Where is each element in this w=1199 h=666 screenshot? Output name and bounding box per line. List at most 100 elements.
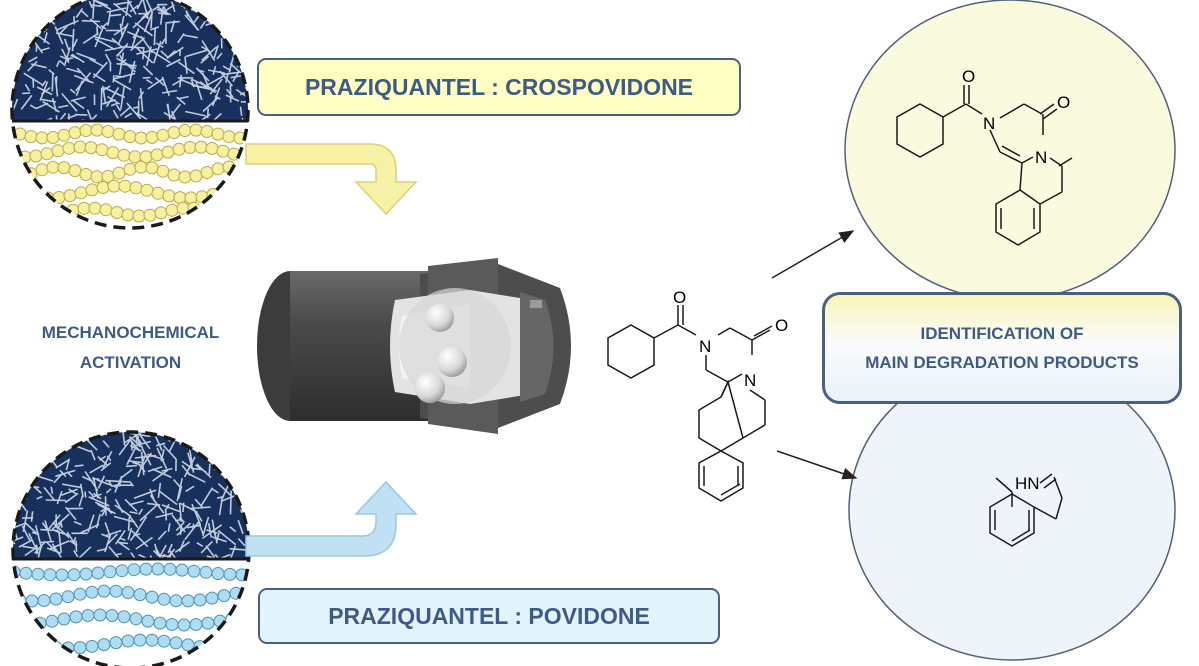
crospovidone-sem-circle	[10, 0, 250, 230]
sem-fiber	[76, 67, 91, 83]
sem-fiber	[131, 530, 149, 548]
sem-fiber	[230, 0, 237, 7]
sem-fiber	[104, 45, 128, 52]
sem-fiber	[182, 502, 185, 512]
sem-fiber	[201, 524, 223, 540]
sem-fiber	[140, 446, 152, 466]
sem-fiber	[75, 80, 84, 96]
sem-fiber	[12, 0, 16, 8]
polymer-bead	[156, 128, 170, 142]
sem-fiber	[195, 67, 210, 82]
sem-fiber	[30, 511, 34, 522]
sem-fiber	[114, 498, 124, 514]
sem-fiber	[12, 0, 19, 15]
sem-fiber	[166, 104, 170, 113]
sem-fiber	[201, 40, 216, 62]
sem-fiber	[179, 78, 201, 89]
sem-fiber	[221, 71, 241, 76]
sem-fiber	[150, 11, 153, 29]
polymer-bead	[129, 612, 143, 626]
polymer-bead	[112, 127, 126, 141]
sem-fiber	[32, 435, 38, 442]
pzq-atom-n1: N	[699, 337, 711, 356]
sem-fiber	[132, 14, 148, 29]
sem-fiber	[59, 521, 63, 528]
sem-fiber	[129, 37, 146, 52]
polymer-bead	[109, 636, 123, 650]
sem-fiber	[216, 52, 223, 60]
polymer-bead	[123, 162, 137, 176]
sem-fiber	[104, 496, 107, 516]
sem-fiber	[154, 543, 159, 556]
sem-fiber	[93, 35, 116, 43]
povidone-label-text: PRAZIQUANTEL : POVIDONE	[328, 602, 650, 629]
sem-fiber	[127, 460, 142, 464]
sem-fiber	[119, 106, 131, 117]
sem-fiber	[13, 522, 27, 529]
polymer-bead	[205, 591, 219, 605]
sem-fiber	[14, 494, 21, 501]
polymer-bead	[118, 179, 132, 193]
sem-fiber	[179, 434, 193, 445]
sem-fiber	[113, 79, 132, 91]
polymer-bead	[45, 614, 59, 628]
sem-fiber	[20, 450, 26, 457]
sem-fiber	[79, 483, 84, 498]
polymer-bead	[175, 563, 189, 577]
polymer-bead	[24, 130, 38, 144]
mech-line-1: MECHANOCHEMICAL	[41, 323, 220, 342]
sem-fiber	[112, 75, 115, 83]
crospovidone-label: PRAZIQUANTEL : CROSPOVIDONE	[257, 58, 741, 116]
polymer-bead	[115, 564, 129, 578]
sem-fiber	[55, 32, 73, 37]
polymer-bead	[29, 149, 43, 163]
sem-fiber	[103, 86, 126, 99]
sem-fiber	[120, 468, 133, 480]
polymer-bead	[31, 567, 45, 581]
sem-fiber	[126, 30, 145, 40]
sem-fiber	[245, 432, 249, 437]
sem-fiber	[55, 469, 76, 478]
sem-fiber	[117, 22, 129, 46]
sem-fiber	[235, 88, 247, 97]
sem-fiber	[61, 488, 78, 496]
sem-fiber	[129, 444, 142, 452]
sem-fiber	[136, 48, 158, 55]
sem-fiber	[40, 528, 58, 532]
sem-fiber	[34, 525, 43, 549]
polymer-bead	[134, 131, 148, 145]
sem-fiber	[13, 481, 14, 488]
sem-fiber	[55, 458, 71, 469]
polymer-bead	[67, 568, 81, 582]
sem-fiber	[241, 16, 248, 23]
sem-fiber	[94, 432, 109, 436]
sem-fiber	[142, 65, 154, 76]
sem-fiber	[51, 97, 58, 112]
sem-fiber	[134, 22, 153, 37]
polymer-bead	[55, 568, 69, 582]
sem-fiber	[13, 500, 15, 509]
polymer-bead	[121, 586, 135, 599]
sem-fiber	[12, 31, 19, 39]
sem-fiber	[121, 432, 126, 446]
sem-fiber	[15, 440, 36, 455]
sem-fiber	[199, 86, 218, 92]
arrow-to-product-2	[776, 450, 858, 480]
sem-fiber	[72, 38, 78, 48]
sem-fiber	[243, 51, 248, 57]
sem-fiber	[65, 67, 81, 74]
polymer-bead	[19, 188, 33, 202]
sem-fiber	[155, 442, 166, 447]
sem-fiber	[94, 25, 105, 48]
sem-fiber	[167, 543, 173, 554]
sem-fiber	[166, 432, 171, 437]
sem-fiber	[61, 92, 78, 112]
product-ellipse-2	[848, 359, 1176, 661]
sem-fiber	[225, 94, 240, 102]
sem-fiber	[200, 487, 214, 507]
polymer-bead	[211, 567, 225, 580]
p1-atom-n2: N	[1035, 148, 1047, 167]
sem-fiber	[152, 5, 160, 11]
polymer-bead	[101, 125, 115, 138]
sem-fiber	[172, 478, 183, 490]
